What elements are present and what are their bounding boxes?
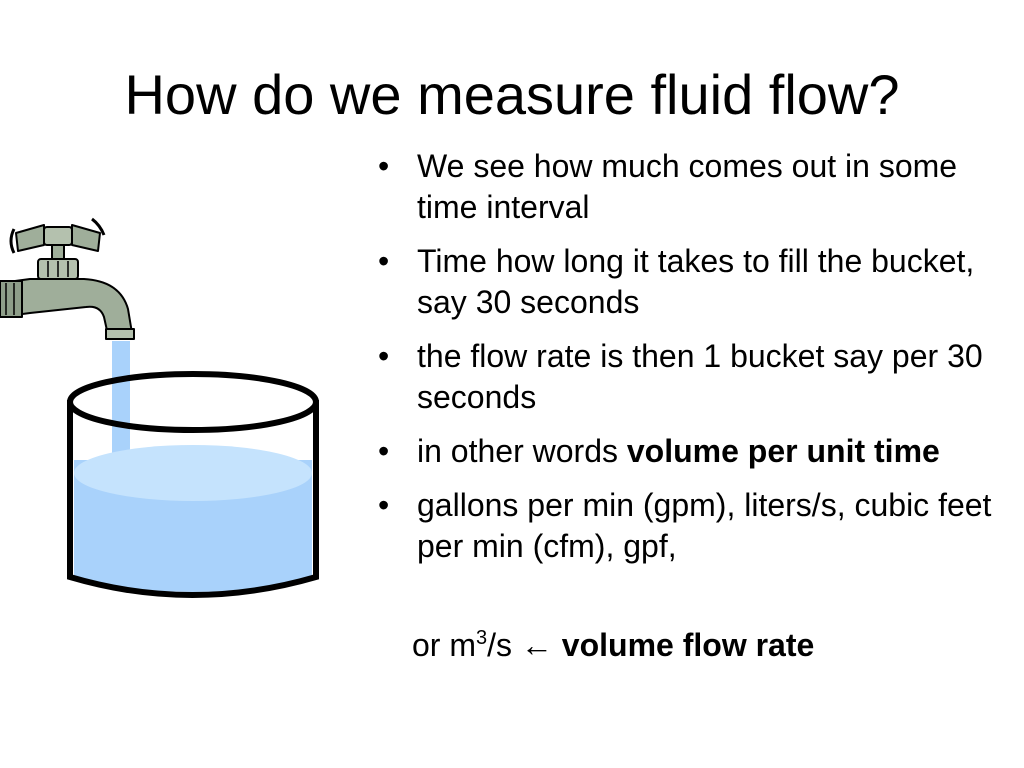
bullet-marker: • xyxy=(378,433,390,469)
bullet-item: • We see how much comes out in some time… xyxy=(378,146,998,228)
unit-prefix: or m xyxy=(412,627,476,663)
bullet-item: • in other words volume per unit time xyxy=(378,431,998,472)
bucket-icon xyxy=(67,371,319,598)
bullet-item: • Time how long it takes to fill the buc… xyxy=(378,241,998,323)
unit-suffix: /s xyxy=(487,627,521,663)
bullet-bold-text: volume per unit time xyxy=(626,433,940,469)
left-arrow-icon: ← xyxy=(520,627,553,663)
bullet-marker: • xyxy=(378,243,390,279)
bullet-marker: • xyxy=(378,338,390,374)
bullet-text: Time how long it takes to fill the bucke… xyxy=(417,243,975,320)
slide-title: How do we measure fluid flow? xyxy=(124,63,900,126)
bullet-marker: • xyxy=(378,487,390,523)
unit-superscript: 3 xyxy=(476,627,488,649)
bullet-list: • We see how much comes out in some time… xyxy=(378,146,998,580)
faucet-icon xyxy=(0,217,135,340)
bullet-text: the flow rate is then 1 bucket say per 3… xyxy=(417,338,983,415)
bullet-marker: • xyxy=(378,148,390,184)
bullet-text: We see how much comes out in some time i… xyxy=(417,148,958,225)
faucet-bucket-illustration xyxy=(0,217,319,598)
bullet-item: • the flow rate is then 1 bucket say per… xyxy=(378,336,998,418)
volume-flow-rate-line: or m3/s ← volume flow rate xyxy=(412,625,814,666)
bullet-text: in other words xyxy=(417,433,627,469)
volume-flow-rate-label: volume flow rate xyxy=(552,627,815,663)
water-stream-icon xyxy=(112,341,130,453)
bullet-item: • gallons per min (gpm), liters/s, cubic… xyxy=(378,485,998,567)
bullet-text: gallons per min (gpm), liters/s, cubic f… xyxy=(417,487,992,564)
